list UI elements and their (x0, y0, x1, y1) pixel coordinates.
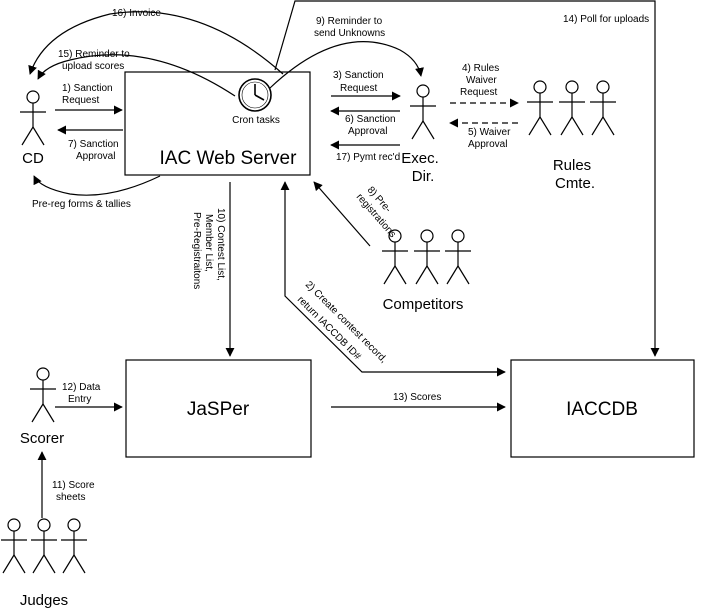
edge-11-label-line1: 11) Score (52, 480, 95, 491)
clock-icon (238, 78, 272, 112)
edge-15-label-line1: 15) Reminder to (58, 49, 130, 60)
exec-dir-label-line1: Exec. (401, 150, 439, 167)
edge-10-label-line2: Member List, (203, 214, 214, 272)
edge-15-reminder-upload-arrow (37, 54, 236, 97)
edge-4-label-line1: 4) Rules (462, 63, 499, 74)
iaccdb-box (510, 359, 695, 458)
competitors-label: Competitors (383, 296, 464, 313)
edge-9-label-line2: send Unknowns (314, 28, 385, 39)
edge-6-label-line2: Approval (348, 126, 387, 137)
stick-figures (1, 80, 616, 574)
judge-figure-2-icon (31, 518, 57, 574)
edge-10-label-line3: Pre-Registraitons (191, 212, 202, 289)
edge-1-label-line1: 1) Sanction (62, 83, 113, 94)
edge-14-label: 14) Poll for uploads (563, 14, 649, 25)
edge-3-label-line2: Request (340, 83, 377, 94)
edge-2-create-contest-upward-arrow (280, 181, 497, 373)
cron-tasks-label: Cron tasks (232, 115, 280, 126)
jasper-box (125, 359, 312, 458)
rules-cmte-label-line2: Cmte. (555, 175, 595, 192)
edge-5-label-line1: 5) Waiver (468, 127, 511, 138)
edge-prereg-forms-arrow (33, 175, 161, 196)
edge-12-label-line1: 12) Data (62, 382, 101, 393)
exec-dir-label-line2: Dir. (412, 168, 435, 185)
rules-cmte-figure-2-icon (559, 80, 585, 136)
rules-cmte-figure-1-icon (527, 80, 553, 136)
iaccdb-label: IACCDB (566, 399, 638, 420)
web-server-box (124, 71, 311, 176)
edge-15-label-line2: upload scores (62, 61, 124, 72)
judges-label: Judges (20, 592, 68, 609)
edge-4-label-line2: Waiver (466, 75, 497, 86)
edge-13-label: 13) Scores (393, 392, 441, 403)
judge-figure-1-icon (1, 518, 27, 574)
edge-prereg-label: Pre-reg forms & tallies (32, 199, 131, 210)
edge-16-invoice-arrow (28, 11, 284, 75)
exec-dir-figure-icon (410, 84, 436, 140)
edge-14-poll-uploads-arrow (274, 0, 660, 357)
edge-8-preregistrations-arrow (313, 181, 371, 247)
scorer-figure-icon (30, 367, 56, 423)
edge-11-label-line2: sheets (56, 492, 85, 503)
edge-5-label-line2: Approval (468, 139, 507, 150)
competitor-figure-3-icon (445, 229, 471, 285)
edge-3-label-line1: 3) Sanction (333, 70, 384, 81)
edge-4-label-line3: Request (460, 87, 497, 98)
edge-1-label-line2: Request (62, 95, 99, 106)
jasper-label: JaSPer (187, 399, 250, 420)
edge-9-label-line1: 9) Reminder to (316, 16, 383, 27)
cd-label: CD (22, 150, 44, 167)
edge-12-label-line2: Entry (68, 394, 91, 405)
edge-7-label-line1: 7) Sanction (68, 139, 119, 150)
edge-9-reminder-unknowns-arrow (269, 41, 424, 89)
competitor-figure-2-icon (414, 229, 440, 285)
web-server-label: IAC Web Server (160, 148, 298, 169)
rules-cmte-label-line1: Rules (553, 157, 591, 174)
rules-cmte-figure-3-icon (590, 80, 616, 136)
cd-figure-icon (20, 90, 46, 146)
edge-7-label-line2: Approval (76, 151, 115, 162)
edge-6-label-line1: 6) Sanction (345, 114, 396, 125)
scorer-label: Scorer (20, 430, 64, 447)
edge-17-label: 17) Pymt rec'd (336, 152, 400, 163)
competitor-figure-1-icon (382, 229, 408, 285)
edge-10-label-line1: 10) Contest List, (215, 208, 226, 281)
edge-16-label: 16) Invoice (112, 8, 161, 19)
judge-figure-3-icon (61, 518, 87, 574)
